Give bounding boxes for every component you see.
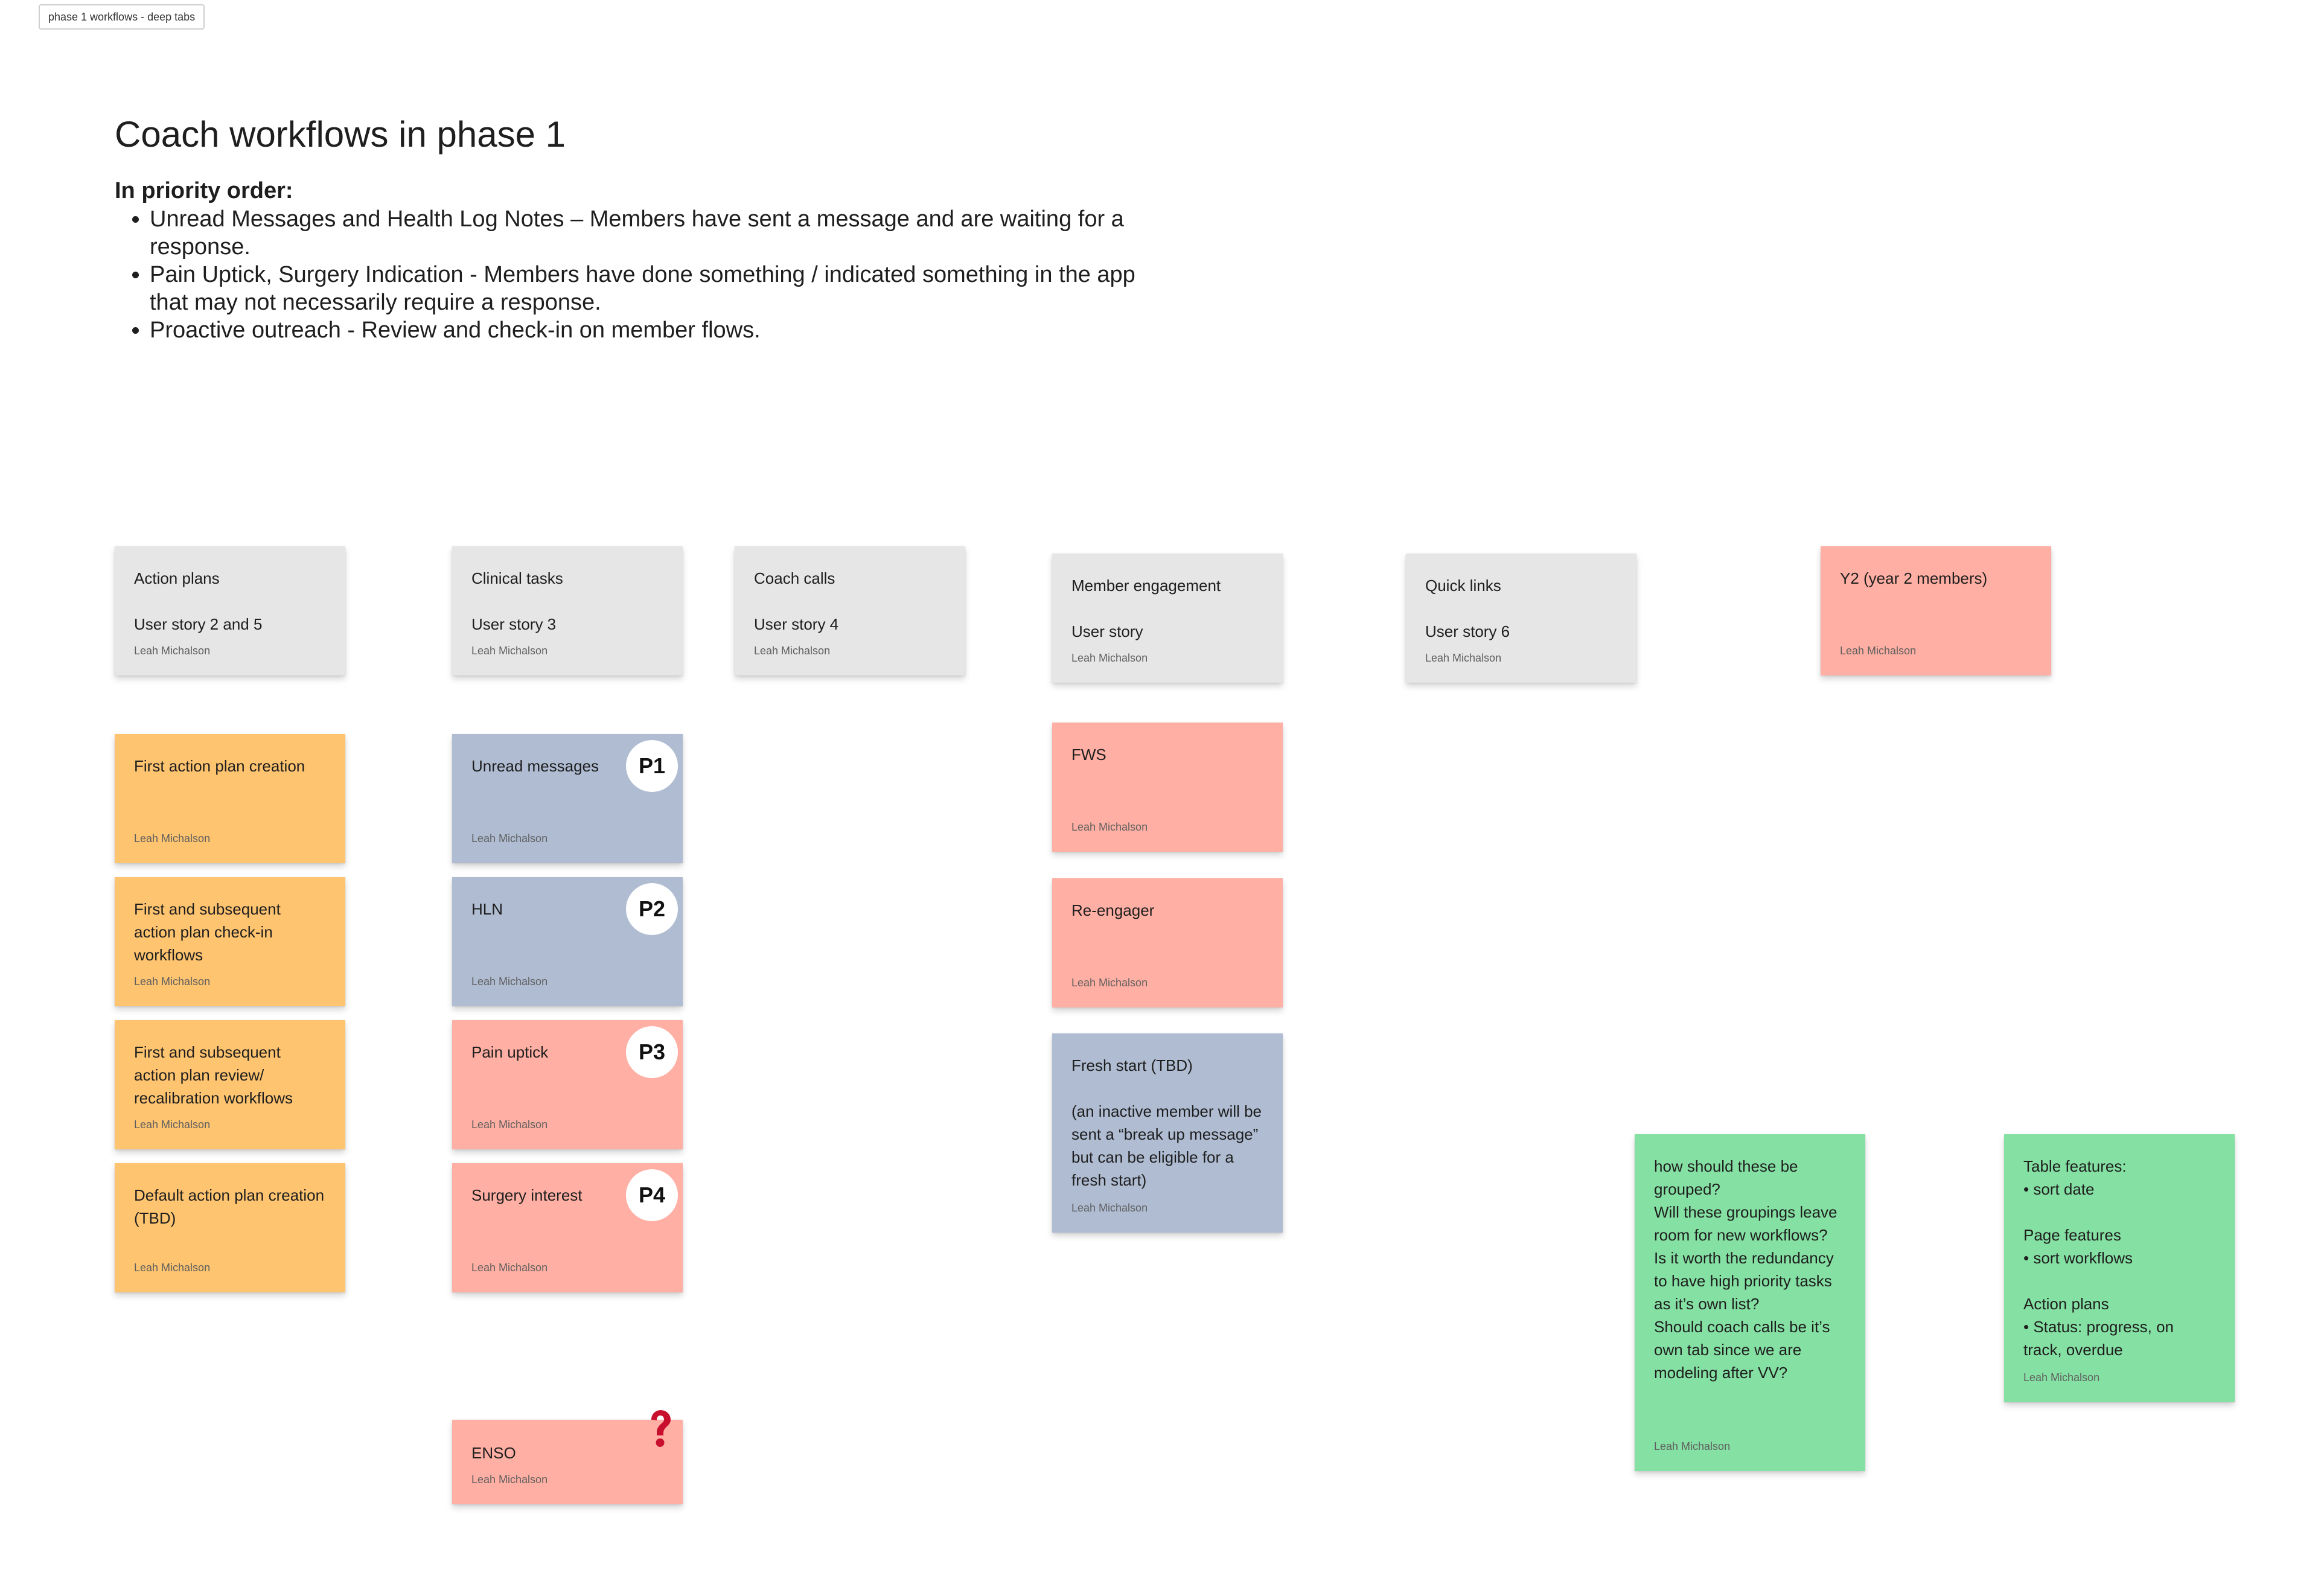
sticky-features[interactable]: Table features: • sort date Page feature…: [2004, 1134, 2235, 1402]
sticky-author: Leah Michalson: [471, 1473, 548, 1486]
sticky-author: Leah Michalson: [471, 832, 548, 844]
sticky-author: Leah Michalson: [134, 645, 211, 657]
sticky-author: Leah Michalson: [1071, 1202, 1148, 1214]
page-title: Coach workflows in phase 1: [115, 114, 566, 155]
frame-label[interactable]: phase 1 workflows - deep tabs: [39, 4, 205, 30]
sticky-title: Clinical tasks: [471, 569, 563, 587]
sticky-author: Leah Michalson: [1071, 652, 1148, 664]
sticky-text: Surgery interest: [471, 1186, 583, 1204]
sticky-subtitle: User story 4: [754, 615, 839, 633]
priority-badge: P1: [626, 740, 678, 792]
priority-item: Proactive outreach - Review and check-in…: [150, 316, 1141, 344]
sticky-author: Leah Michalson: [134, 975, 211, 988]
sticky-pain-uptick[interactable]: Pain uptick P3 Leah Michalson: [452, 1020, 683, 1149]
priority-item: Unread Messages and Health Log Notes – M…: [150, 205, 1141, 261]
sticky-text: Unread messages: [471, 757, 599, 775]
sticky-author: Leah Michalson: [1654, 1440, 1731, 1452]
sticky-grouping-questions[interactable]: how should these be grouped? Will these …: [1635, 1134, 1865, 1471]
sticky-author: Leah Michalson: [471, 645, 548, 657]
sticky-re-engager[interactable]: Re-engager Leah Michalson: [1052, 878, 1283, 1007]
sticky-author: Leah Michalson: [134, 1262, 211, 1274]
sticky-text: Pain uptick: [471, 1043, 549, 1061]
question-line: Should coach calls be it’s own tab since…: [1654, 1318, 1830, 1382]
sticky-title: Member engagement: [1071, 576, 1221, 595]
sticky-y2[interactable]: Y2 (year 2 members) Leah Michalson: [1821, 546, 2051, 675]
priority-badge: P2: [626, 883, 678, 935]
sticky-author: Leah Michalson: [471, 975, 548, 988]
question-line: how should these be grouped?: [1654, 1157, 1798, 1198]
feature-line: • sort workflows: [2023, 1249, 2133, 1267]
sticky-unread-messages[interactable]: Unread messages P1 Leah Michalson: [452, 734, 683, 863]
sticky-title: Quick links: [1425, 576, 1501, 595]
question-line: Will these groupings leave room for new …: [1654, 1203, 1837, 1244]
sticky-action-plan-review[interactable]: First and subsequent action plan review/…: [115, 1020, 345, 1149]
sticky-subtitle: User story 3: [471, 615, 557, 633]
sticky-text: HLN: [471, 900, 503, 918]
sticky-author: Leah Michalson: [471, 1119, 548, 1131]
sticky-fws[interactable]: FWS Leah Michalson: [1052, 723, 1283, 852]
sticky-author: Leah Michalson: [1425, 652, 1502, 664]
sticky-subtitle: User story 6: [1425, 622, 1510, 640]
feature-line: Action plans: [2023, 1295, 2109, 1313]
sticky-title: Y2 (year 2 members): [1840, 569, 1988, 587]
priority-badge: P3: [626, 1026, 678, 1078]
feature-line: Page features: [2023, 1226, 2121, 1244]
question-mark-icon: [651, 1410, 671, 1447]
sticky-title: Coach calls: [754, 569, 835, 587]
sticky-author: Leah Michalson: [754, 645, 831, 657]
sticky-enso[interactable]: ENSO Leah Michalson: [452, 1410, 683, 1504]
sticky-text: First and subsequent action plan review/…: [134, 1043, 293, 1107]
feature-line: • Status: progress, on track, overdue: [2023, 1318, 2174, 1359]
sticky-surgery-interest[interactable]: Surgery interest P4 Leah Michalson: [452, 1163, 683, 1292]
sticky-text: First action plan creation: [134, 757, 305, 775]
question-line: Is it worth the redundancy to have high …: [1654, 1249, 1834, 1313]
sticky-text: First and subsequent action plan check-i…: [134, 900, 281, 964]
sticky-author: Leah Michalson: [1840, 645, 1917, 657]
sticky-text: (an inactive member will be sent a “brea…: [1071, 1102, 1262, 1189]
sticky-subtitle: User story: [1071, 622, 1143, 640]
sticky-author: Leah Michalson: [134, 1119, 211, 1131]
sticky-subtitle: User story 2 and 5: [134, 615, 263, 633]
sticky-hln[interactable]: HLN P2 Leah Michalson: [452, 877, 683, 1006]
heading-block: Coach workflows in phase 1 In priority o…: [115, 115, 1141, 344]
feature-spacer: [2023, 1269, 2215, 1292]
sticky-first-action-plan-creation[interactable]: First action plan creation Leah Michalso…: [115, 734, 345, 863]
priority-label: In priority order:: [115, 178, 293, 203]
sticky-member-engagement[interactable]: Member engagement User story Leah Michal…: [1052, 554, 1283, 683]
feature-line: • sort date: [2023, 1180, 2095, 1198]
sticky-text: FWS: [1071, 745, 1106, 764]
sticky-title: Action plans: [134, 569, 220, 587]
sticky-author: Leah Michalson: [1071, 821, 1148, 833]
priority-item: Pain Uptick, Surgery Indication - Member…: [150, 261, 1141, 316]
sticky-author: Leah Michalson: [134, 832, 211, 844]
sticky-text: Re-engager: [1071, 901, 1155, 919]
priority-badge: P4: [626, 1169, 678, 1221]
feature-line: Table features:: [2023, 1157, 2127, 1175]
sticky-clinical-tasks[interactable]: Clinical tasks User story 3 Leah Michals…: [452, 546, 683, 675]
feature-spacer: [2023, 1201, 2215, 1224]
sticky-default-action-plan[interactable]: Default action plan creation (TBD) Leah …: [115, 1163, 345, 1292]
sticky-author: Leah Michalson: [471, 1262, 548, 1274]
sticky-fresh-start[interactable]: Fresh start (TBD) (an inactive member wi…: [1052, 1033, 1283, 1233]
priority-list: Unread Messages and Health Log Notes – M…: [115, 205, 1141, 344]
sticky-text: ENSO: [471, 1444, 516, 1462]
sticky-quick-links[interactable]: Quick links User story 6 Leah Michalson: [1406, 554, 1636, 683]
sticky-title: Fresh start (TBD): [1071, 1056, 1193, 1074]
sticky-author: Leah Michalson: [1071, 977, 1148, 989]
sticky-author: Leah Michalson: [2023, 1371, 2100, 1384]
sticky-action-plans[interactable]: Action plans User story 2 and 5 Leah Mic…: [115, 546, 345, 675]
sticky-text: Default action plan creation (TBD): [134, 1186, 325, 1227]
sticky-coach-calls[interactable]: Coach calls User story 4 Leah Michalson: [735, 546, 965, 675]
sticky-action-plan-check-in[interactable]: First and subsequent action plan check-i…: [115, 877, 345, 1006]
